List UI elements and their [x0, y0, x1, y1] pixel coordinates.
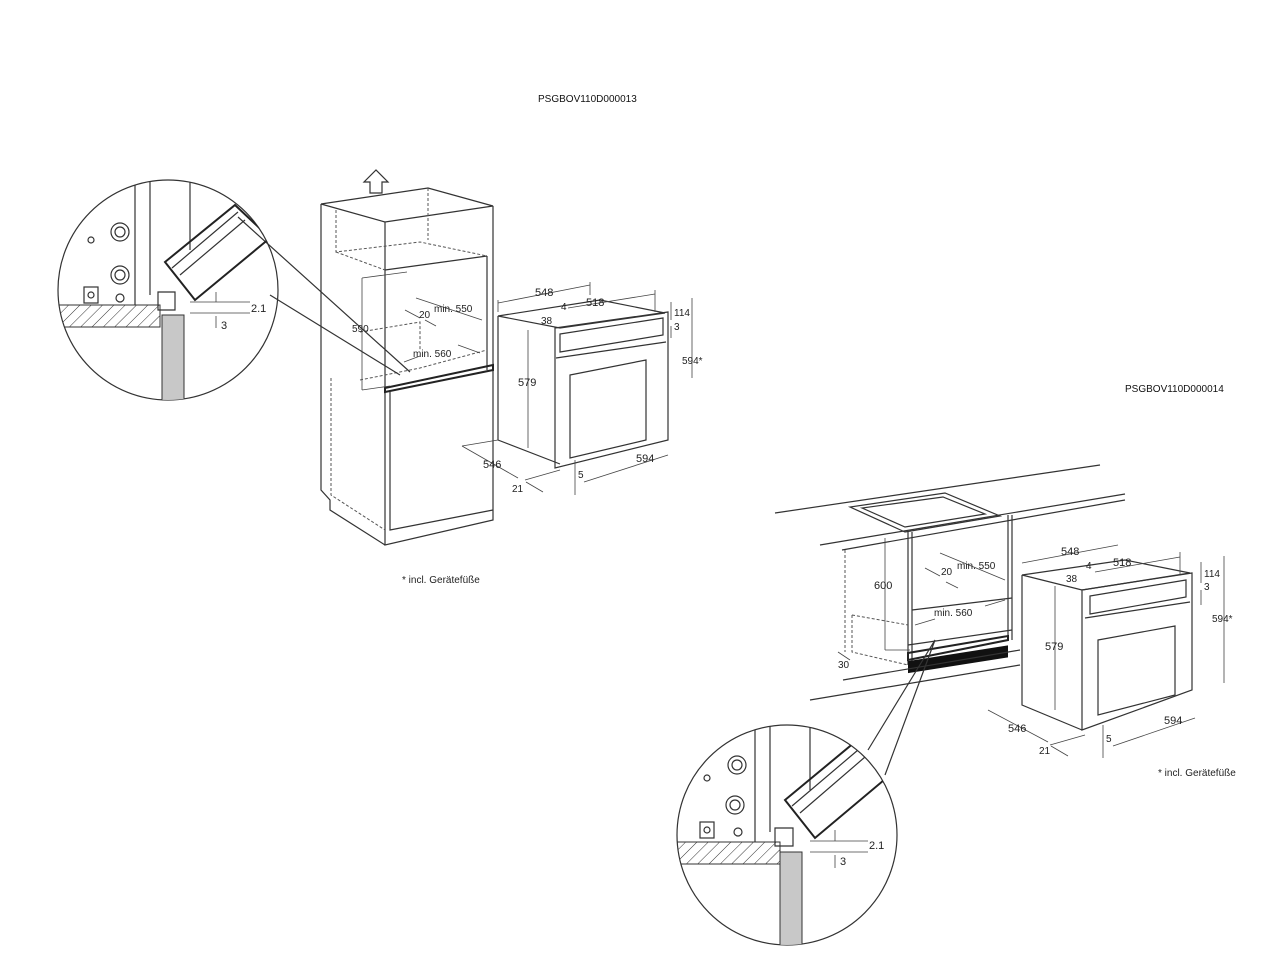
oven-door-label: 21	[1039, 746, 1051, 757]
oven-front-label: 38	[541, 316, 553, 327]
oven-panel-gap-label: 3	[1204, 582, 1210, 593]
niche-setback-label: 20	[941, 567, 953, 578]
oven-2: 548 518 4 38 114 3 594* 579 546 21 5 594…	[987, 544, 1236, 779]
drawing-code: PSGBOV110D000013	[538, 94, 637, 105]
drawing-code: PSGBOV110D000014	[1125, 384, 1224, 395]
oven-depth-top-label: 548	[535, 287, 553, 299]
oven-front-label: 38	[1066, 574, 1078, 585]
footnote: * incl. Gerätefüße	[1158, 768, 1236, 779]
drawing-under-counter: PSGBOV110D000014 600 30 min. 550 20 min.…	[676, 384, 1236, 946]
detail-circle-1: 2.1 3	[57, 179, 279, 401]
footnote: * incl. Gerätefüße	[402, 575, 480, 586]
oven-panel-gap-label: 3	[674, 322, 680, 333]
detail-circle-2: 2.1 3	[676, 724, 898, 946]
niche-setback-label: 20	[419, 310, 431, 321]
oven-inner-width-label: 518	[586, 297, 604, 309]
detail-leader	[867, 639, 936, 776]
oven-height-total-label: 594*	[1212, 614, 1233, 625]
detail-offset-label: 3	[840, 856, 846, 868]
oven-body-height-label: 579	[1045, 641, 1063, 653]
niche-height-label: 590	[352, 324, 369, 335]
detail-leader	[237, 216, 411, 376]
plinth-label: 30	[838, 660, 850, 671]
oven-panel-label: 114	[674, 308, 690, 319]
oven-depth-label: 546	[1008, 723, 1026, 735]
oven-feet-label: 5	[578, 470, 584, 481]
niche-depth-label: min. 560	[934, 608, 973, 619]
kitchen-counter: 600 30 min. 550 20 min. 560	[774, 464, 1126, 701]
oven-body-height-label: 579	[518, 377, 536, 389]
niche-height-label: 600	[874, 580, 892, 592]
niche-width-label: min. 550	[957, 561, 996, 572]
detail-gap-label: 2.1	[869, 840, 884, 852]
oven-panel-label: 114	[1204, 569, 1220, 580]
tall-cabinet: 590 min. 550 20 min. 560	[320, 187, 494, 546]
drawing-tall-cabinet: PSGBOV110D000013 590 min. 550 20 min. 56…	[57, 94, 703, 586]
oven-height-total-label: 594*	[682, 356, 703, 367]
detail-gap-label: 2.1	[251, 303, 266, 315]
niche-width-label: min. 550	[434, 304, 473, 315]
detail-offset-label: 3	[221, 320, 227, 332]
niche-depth-label: min. 560	[413, 349, 452, 360]
oven-feet-label: 5	[1106, 734, 1112, 745]
oven-depth-label: 546	[483, 459, 501, 471]
oven-width-label: 594	[1164, 715, 1182, 727]
oven-gap-label: 4	[1086, 561, 1092, 572]
oven-inner-width-label: 518	[1113, 557, 1131, 569]
oven-depth-top-label: 548	[1061, 546, 1079, 558]
oven-width-label: 594	[636, 453, 654, 465]
oven-gap-label: 4	[561, 302, 567, 313]
up-arrow-icon	[362, 169, 390, 194]
oven-1: 548 518 4 38 114 3 594* 579 546 21 5 594	[461, 282, 703, 495]
oven-door-label: 21	[512, 484, 524, 495]
